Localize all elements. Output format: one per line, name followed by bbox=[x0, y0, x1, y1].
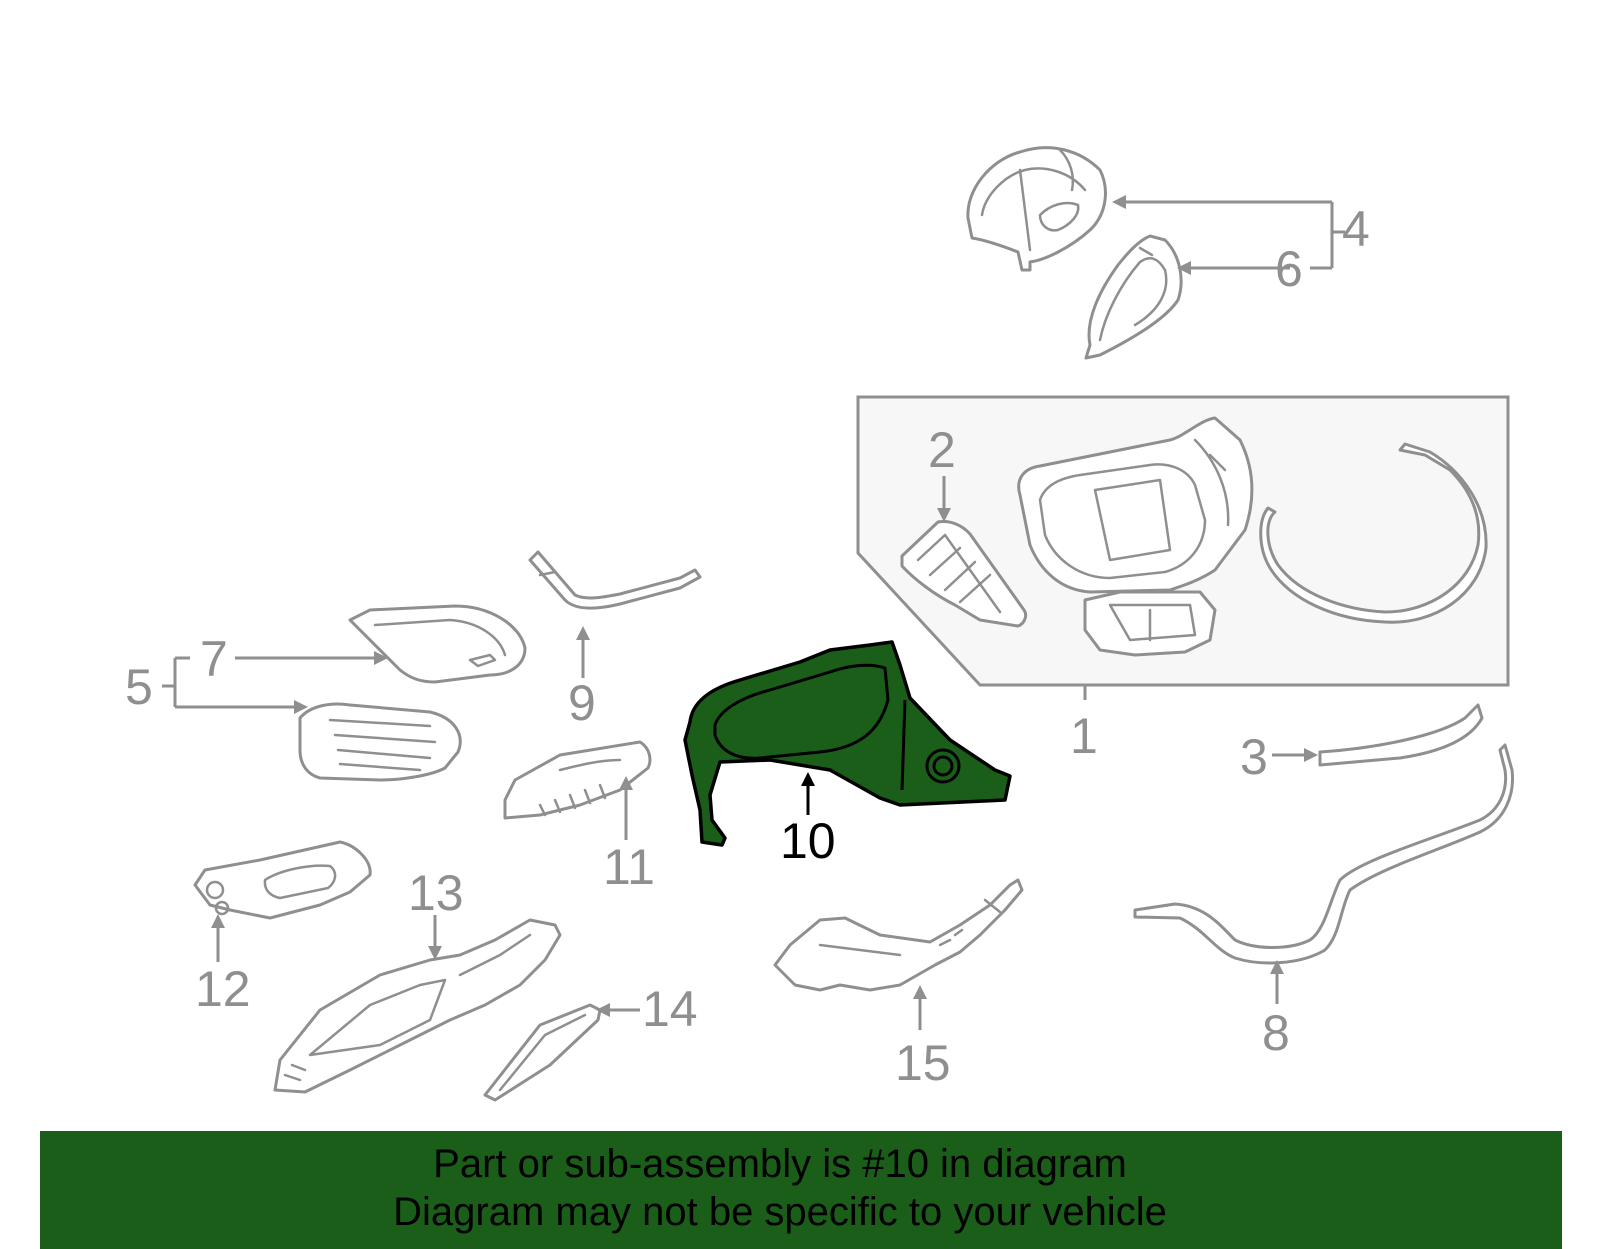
banner-line-part: Part or sub-assembly is #10 in diagram bbox=[433, 1142, 1127, 1186]
part-13-console-panel[interactable] bbox=[273, 918, 562, 1094]
info-banner: Part or sub-assembly is #10 in diagram D… bbox=[40, 1131, 1562, 1249]
callout-10: 10 bbox=[780, 813, 836, 869]
part-7-storage-lid[interactable] bbox=[348, 604, 527, 684]
part-8-molding-strip[interactable] bbox=[1133, 743, 1515, 965]
part-1-cluster-assembly[interactable] bbox=[1017, 416, 1254, 657]
part-5-storage-bin[interactable] bbox=[298, 702, 462, 782]
part-1-trim-loop bbox=[1259, 442, 1488, 624]
part-12-switch-panel[interactable] bbox=[193, 840, 372, 920]
callout-15: 15 bbox=[895, 1035, 951, 1091]
part-6-bezel[interactable] bbox=[1084, 234, 1183, 360]
part-2-outlet[interactable] bbox=[900, 520, 1028, 628]
part-14-side-cover[interactable] bbox=[483, 1003, 602, 1102]
callout-5: 5 bbox=[125, 659, 153, 715]
part-9-retainer-strip[interactable] bbox=[528, 550, 702, 610]
part-11-trim-panel[interactable] bbox=[503, 740, 652, 820]
callout-13: 13 bbox=[408, 865, 464, 921]
callout-9: 9 bbox=[568, 675, 596, 731]
leader-lines bbox=[162, 195, 1345, 1030]
callout-labels: 1 2 3 4 5 6 7 8 9 10 11 12 13 14 15 bbox=[125, 201, 1370, 1091]
callout-11: 11 bbox=[603, 839, 655, 895]
callout-4: 4 bbox=[1342, 201, 1370, 257]
part-15-bracket[interactable] bbox=[773, 878, 1024, 992]
banner-line-disclaimer: Diagram may not be specific to your vehi… bbox=[393, 1190, 1167, 1234]
callout-6: 6 bbox=[1275, 241, 1303, 297]
part-4-vent-housing[interactable] bbox=[966, 146, 1107, 272]
callout-14: 14 bbox=[642, 981, 698, 1037]
callout-2: 2 bbox=[928, 422, 956, 478]
callout-12: 12 bbox=[195, 961, 251, 1017]
callout-3: 3 bbox=[1240, 729, 1268, 785]
part-3-trim-strip[interactable] bbox=[1318, 703, 1484, 767]
callout-1: 1 bbox=[1070, 708, 1098, 764]
callout-7: 7 bbox=[200, 631, 228, 687]
part-10-cluster-bezel[interactable] bbox=[683, 640, 1012, 847]
callout-8: 8 bbox=[1262, 1005, 1290, 1061]
